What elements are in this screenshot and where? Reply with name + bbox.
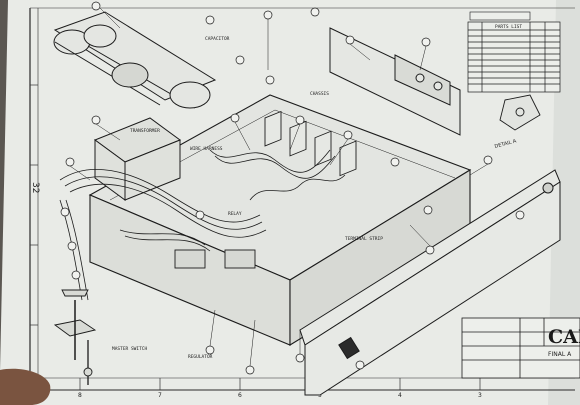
parts-list-table (467, 21, 561, 93)
title-brand: CAR (548, 326, 580, 348)
page-number: 32 (30, 182, 40, 193)
zone-number-8: 8 (78, 392, 82, 399)
detail-a (499, 94, 541, 131)
chassis-tray (88, 94, 472, 346)
parts-list-header: PARTS LIST (495, 24, 522, 30)
callout-relay: RELAY (228, 211, 242, 217)
panel-switch (338, 336, 360, 360)
relay-bank (174, 110, 357, 269)
callout-capacitor: CAPACITOR (205, 36, 230, 42)
capacitor-assembly (53, 11, 217, 109)
mounting-hardware (53, 289, 97, 385)
zone-number-6: 6 (238, 392, 242, 399)
zone-number-7: 7 (158, 392, 162, 399)
detail-a-label: DETAIL A (494, 138, 518, 150)
zone-number-4: 4 (398, 392, 402, 399)
callout-regulator: REGULATOR (188, 354, 213, 360)
panel-knob (542, 182, 554, 194)
revision-block (469, 11, 531, 21)
thumb-shadow (0, 368, 51, 405)
zone-number-3: 3 (478, 392, 482, 399)
callout-wire-harness: WIRE HARNESS (190, 146, 223, 152)
callout-chassis: CHASSIS (310, 91, 329, 97)
callout-terminal-strip: TERMINAL STRIP (345, 236, 383, 242)
callout-transformer: TRANSFORMER (130, 128, 160, 134)
leader-lines (69, 7, 489, 367)
title-line: FINAL A (548, 351, 572, 358)
balloon-callouts (60, 1, 525, 375)
back-bracket (329, 27, 461, 136)
zone-ticks (30, 84, 481, 390)
title-block (461, 317, 580, 379)
paper-shadow (548, 0, 580, 405)
front-panel (299, 169, 561, 396)
callout-master-switch: MASTER SWITCH (112, 346, 148, 352)
